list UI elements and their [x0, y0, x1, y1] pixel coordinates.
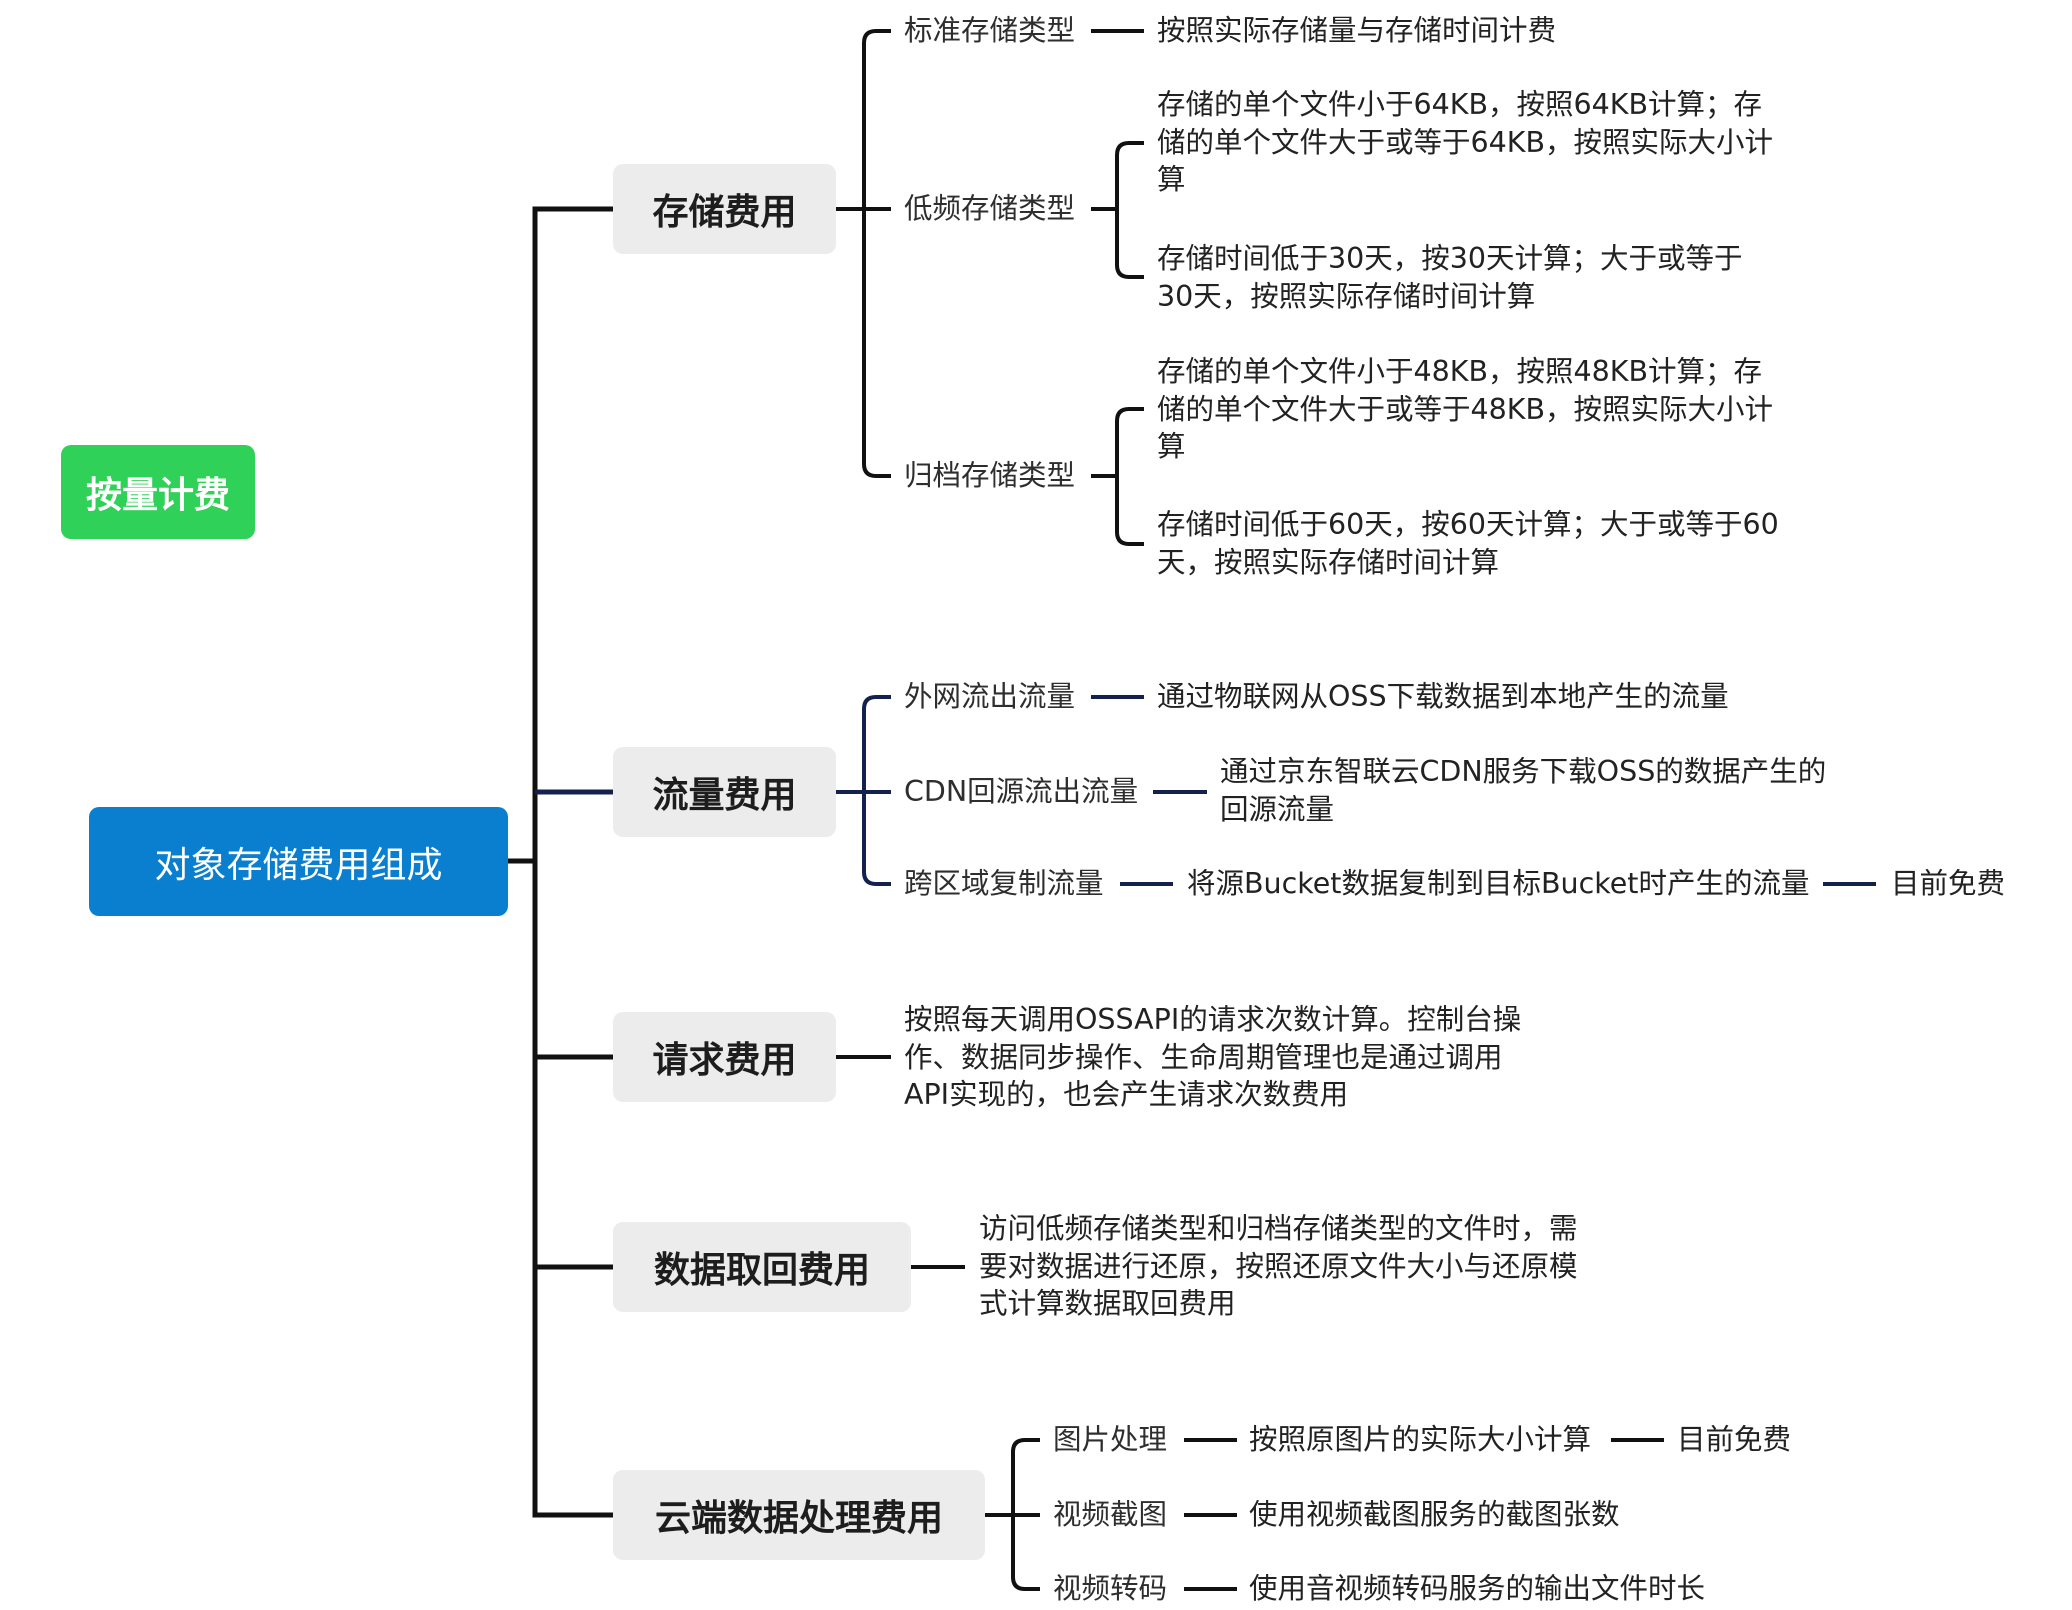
text-line: 式计算数据取回费用 [979, 1287, 1236, 1320]
text-line: 访问低频存储类型和归档存储类型的文件时，需 [979, 1212, 1578, 1245]
node-standard-storage: 标准存储类型 [904, 14, 1076, 47]
text-line: 储的单个文件大于或等于48KB，按照实际大小计 [1157, 392, 1774, 426]
text-line: 回源流量 [1220, 792, 1335, 826]
node-video-transcode: 视频转码 [1053, 1572, 1168, 1605]
image-processing-note: 目前免费 [1677, 1423, 1792, 1456]
node-label: 数据取回费用 [653, 1250, 870, 1291]
node-internet-outbound: 外网流出流量 [904, 680, 1076, 713]
text-line: 30天，按照实际存储时间计算 [1157, 279, 1536, 313]
text-line: 算 [1157, 163, 1186, 196]
text-line: 算 [1157, 430, 1186, 463]
retrieval-detail: 访问低频存储类型和归档存储类型的文件时，需 要对数据进行还原，按照还原文件大小与… [979, 1210, 1578, 1323]
text-line: 通过京东智联云CDN服务下载OSS的数据产生的 [1220, 755, 1827, 788]
archive-size-rule: 存储的单个文件小于48KB，按照48KB计算；存 储的单个文件大于或等于48KB… [1157, 353, 1773, 466]
bracket-storage [862, 29, 891, 478]
internet-outbound-detail: 通过物联网从OSS下载数据到本地产生的流量 [1157, 680, 1729, 713]
connector-trunk [532, 206, 613, 1518]
node-archive-storage: 归档存储类型 [904, 459, 1076, 492]
bracket-traffic [862, 695, 891, 886]
node-request-fee: 请求费用 [613, 1012, 836, 1102]
text-line: 天，按照实际存储时间计算 [1157, 545, 1500, 579]
text-line: 储的单个文件大于或等于64KB，按照实际大小计 [1157, 125, 1774, 159]
node-infrequent-storage: 低频存储类型 [904, 192, 1076, 225]
node-cross-region: 跨区域复制流量 [904, 867, 1104, 900]
node-retrieval-fee: 数据取回费用 [613, 1222, 911, 1312]
text-line: 存储的单个文件小于48KB，按照48KB计算；存 [1157, 355, 1763, 388]
root-label: 对象存储费用组成 [154, 844, 443, 886]
infrequent-time-rule: 存储时间低于30天，按30天计算；大于或等于 30天，按照实际存储时间计算 [1157, 240, 1743, 315]
node-label: 云端数据处理费用 [654, 1498, 943, 1539]
image-processing-detail: 按照原图片的实际大小计算 [1249, 1423, 1592, 1456]
archive-time-rule: 存储时间低于60天，按60天计算；大于或等于60 天，按照实际存储时间计算 [1157, 506, 1779, 581]
node-label: 存储费用 [652, 192, 797, 233]
bracket-processing [1011, 1438, 1040, 1591]
infrequent-size-rule: 存储的单个文件小于64KB，按照64KB计算；存 储的单个文件大于或等于64KB… [1157, 86, 1773, 199]
text-line: 存储时间低于30天，按30天计算；大于或等于 [1157, 242, 1743, 275]
text-line: 要对数据进行还原，按照还原文件大小与还原模 [979, 1249, 1578, 1283]
bracket-infrequent [1115, 141, 1144, 279]
text-line: 作、数据同步操作、生命周期管理也是通过调用 [904, 1040, 1503, 1074]
standard-storage-detail: 按照实际存储量与存储时间计费 [1157, 14, 1557, 47]
cross-region-detail: 将源Bucket数据复制到目标Bucket时产生的流量 [1187, 867, 1810, 900]
legend-badge: 按量计费 [61, 445, 255, 539]
node-image-processing: 图片处理 [1053, 1423, 1168, 1456]
node-processing-fee: 云端数据处理费用 [613, 1470, 985, 1560]
root-node: 对象存储费用组成 [89, 807, 508, 916]
cross-region-note: 目前免费 [1891, 867, 2006, 900]
cdn-origin-detail: 通过京东智联云CDN服务下载OSS的数据产生的 回源流量 [1220, 753, 1826, 828]
bracket-archive [1115, 407, 1144, 546]
node-video-snapshot: 视频截图 [1053, 1498, 1168, 1531]
node-cdn-origin: CDN回源流出流量 [904, 775, 1139, 808]
text-line: 按照每天调用OSSAPI的请求次数计算。控制台操 [904, 1003, 1522, 1036]
text-line: 存储时间低于60天，按60天计算；大于或等于60 [1157, 508, 1779, 541]
node-label: 流量费用 [652, 775, 797, 816]
node-traffic-fee: 流量费用 [613, 747, 836, 837]
video-transcode-detail: 使用音视频转码服务的输出文件时长 [1249, 1572, 1706, 1605]
text-line: API实现的，也会产生请求次数费用 [904, 1078, 1349, 1111]
video-snapshot-detail: 使用视频截图服务的截图张数 [1249, 1498, 1620, 1531]
legend-label: 按量计费 [85, 475, 230, 516]
request-detail: 按照每天调用OSSAPI的请求次数计算。控制台操 作、数据同步操作、生命周期管理… [904, 1001, 1521, 1114]
text-line: 存储的单个文件小于64KB，按照64KB计算；存 [1157, 88, 1763, 121]
node-label: 请求费用 [652, 1040, 797, 1081]
node-storage-fee: 存储费用 [613, 164, 836, 254]
